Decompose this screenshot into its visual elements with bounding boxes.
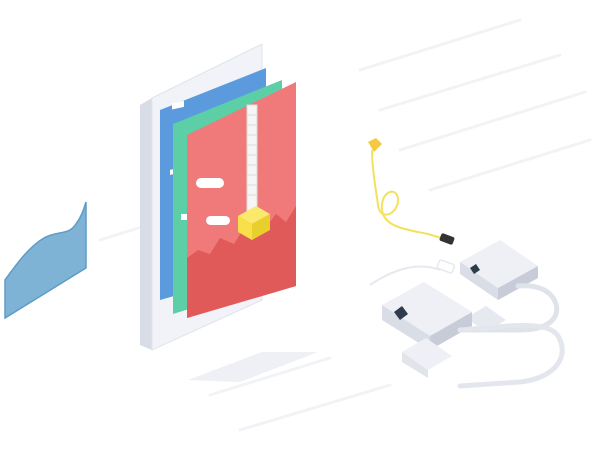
tower-column [246, 104, 258, 212]
usb-cable-icon [368, 138, 455, 245]
background-lines [98, 18, 592, 432]
usb-plug-icon [439, 233, 455, 245]
cloud-icon [196, 178, 224, 188]
adapter-connector-icon [457, 240, 560, 333]
game-screen-icon [187, 82, 296, 318]
port-icon [394, 306, 408, 320]
cloud-icon [206, 216, 230, 225]
yellow-block-icon [238, 206, 270, 240]
area-chart-icon [4, 201, 87, 320]
adapter-connector-icon [382, 282, 565, 389]
port-icon [470, 264, 480, 274]
gray-cable-outline [369, 259, 456, 286]
tablet-shadow [188, 352, 318, 382]
cable-tip-icon [368, 138, 382, 152]
